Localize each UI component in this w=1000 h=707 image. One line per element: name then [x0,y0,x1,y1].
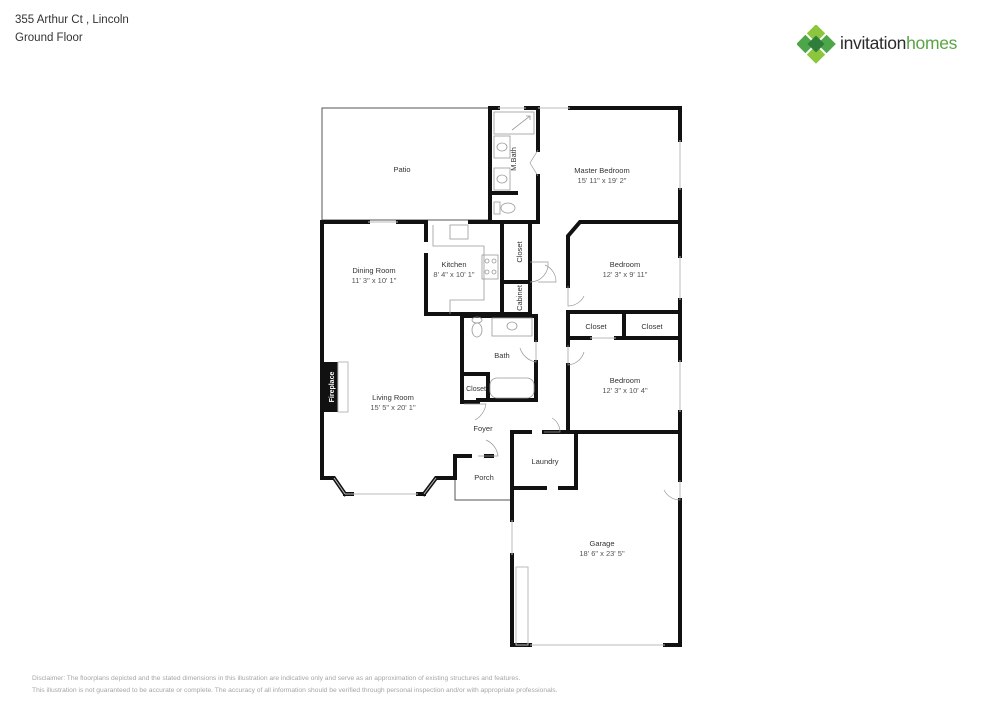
room-dims-living-room: 15' 5" x 20' 1" [370,403,416,412]
room-label-bedroom-3: Bedroom [610,376,640,385]
stove [481,254,499,280]
room-dims-master-bedroom: 15' 11" x 19' 2" [578,176,627,185]
room-label-garage: Garage [589,539,614,548]
fireplace-block [324,362,338,412]
invitation-homes-logo: invitationhomes [797,25,977,65]
room-label-bath: Bath [494,351,509,360]
room-label-closet-bath: Closet [466,386,486,393]
room-label-closet-b2b: Closet [641,322,663,331]
room-dims-bedroom-3: 12' 3" x 10' 4" [602,386,648,395]
disclaimer-line-2: This illustration is not guaranteed to b… [32,687,558,694]
room-label-living-room: Living Room [372,393,414,402]
room-label-patio: Patio [393,165,410,174]
disclaimer-line-1: Disclaimer: The floorplans depicted and … [32,675,521,682]
logo-wordmark: invitationhomes [840,33,957,54]
shower [493,111,535,135]
room-label-porch: Porch [474,473,494,482]
bath-walls [460,314,538,404]
room-dims-kitchen: 8' 4" x 10' 1" [433,270,474,279]
patio-outline [321,107,491,221]
room-label-bedroom-2: Bedroom [610,260,640,269]
bathtub [489,377,535,399]
room-label-closet-hall: Closet [515,240,524,262]
room-dims-dining-room: 11' 3" x 10' 1" [352,276,397,285]
room-label-dining-room: Dining Room [352,266,395,275]
laundry-walls [510,430,578,490]
logo-word-homes: homes [906,33,958,53]
room-dims-garage: 18' 6" x 23' 5" [579,549,625,558]
room-label-kitchen: Kitchen [441,260,466,269]
room-dims-bedroom-2: 12' 3" x 9' 11" [603,270,648,279]
room-label-cabinet: Cabinet [515,284,524,311]
property-address: 355 Arthur Ct , Lincoln [15,14,129,26]
room-label-mbath: M.Bath [509,147,518,171]
room-label-master-bedroom: Master Bedroom [574,166,629,175]
floor-label: Ground Floor [15,32,83,44]
master-bedroom-walls [566,106,682,288]
room-label-foyer: Foyer [473,424,493,433]
green-clover-diamond-icon [797,25,836,64]
room-label-laundry: Laundry [531,457,558,466]
room-label-fireplace: Fireplace [329,372,336,403]
room-label-closet-b2a: Closet [585,322,607,331]
logo-word-invitation: invitation [840,33,907,53]
